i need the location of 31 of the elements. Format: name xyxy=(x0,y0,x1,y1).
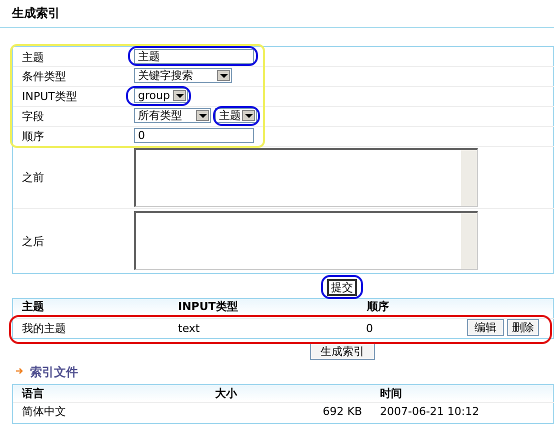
submit-button: 提交 xyxy=(327,279,357,296)
delete-button: 删除 xyxy=(507,319,539,336)
table-cell-text: 692 KB xyxy=(322,405,362,418)
field-label: 之后 xyxy=(22,234,44,249)
generate-button: 生成索引 xyxy=(310,343,375,360)
edit-button: 编辑 xyxy=(467,319,504,336)
field-label: 之前 xyxy=(22,170,44,185)
column-header: 语言 xyxy=(22,386,44,401)
column-header: 大小 xyxy=(215,386,237,401)
table-cell: 2007-06-21 10:12 xyxy=(380,405,480,418)
input-field: 主题 xyxy=(134,49,254,64)
table-cell: 简体中文 xyxy=(22,404,66,419)
field-label: 字段 xyxy=(22,109,44,124)
field-label: INPUT类型 xyxy=(22,89,77,104)
field-label: 顺序 xyxy=(22,129,44,144)
input-field: 0 xyxy=(134,128,254,143)
dropdown: 所有类型 xyxy=(134,108,211,123)
dropdown: 关键字搜索 xyxy=(134,68,232,83)
field-label: 条件类型 xyxy=(22,69,66,84)
column-header: 顺序 xyxy=(367,299,389,314)
field-label: 主题 xyxy=(22,50,44,65)
dropdown: 主题 xyxy=(215,108,257,123)
dropdown: group xyxy=(134,88,188,103)
column-header: 时间 xyxy=(380,386,402,401)
page-title: 生成索引 xyxy=(12,5,60,22)
table-cell: text xyxy=(178,322,200,335)
table-cell: 0 xyxy=(366,322,373,335)
column-header: 主题 xyxy=(22,299,44,314)
column-header: INPUT类型 xyxy=(178,299,238,314)
section-heading: 索引文件 xyxy=(30,364,78,381)
table-cell: 我的主题 xyxy=(22,321,66,336)
